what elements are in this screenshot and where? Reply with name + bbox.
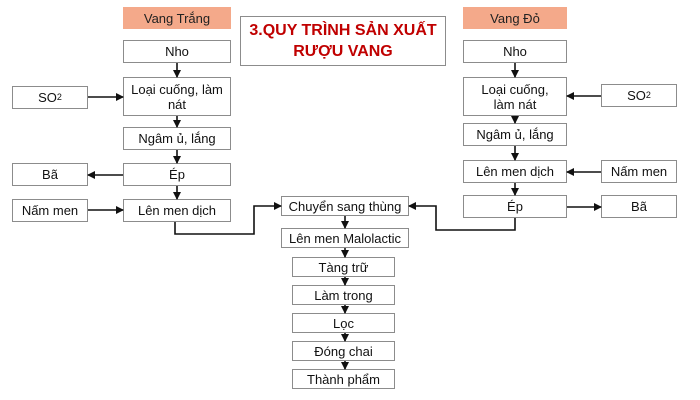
title-line-2: RƯỢU VANG [293,43,393,60]
step-final-product: Thành phẩm [292,369,395,389]
so2-label: SO [38,90,57,105]
so2-label: SO [627,88,646,103]
so2-subscript: 2 [56,92,62,102]
step-malolactic: Lên men Malolactic [281,228,409,248]
red-input-yeast: Nấm men [601,160,677,183]
red-output-pomace: Bã [601,195,677,218]
so2-subscript: 2 [645,90,651,100]
step-storage: Tàng trữ [292,257,395,277]
white-step-macerate-settle: Ngâm ủ, lắng [123,127,231,150]
white-step-ferment-must: Lên men dịch [123,199,231,222]
red-wine-header: Vang Đỏ [463,7,567,29]
step-bottling: Đóng chai [292,341,395,361]
arrow-white-to-transfer [174,202,282,235]
step-clarify: Làm trong [292,285,395,305]
white-output-pomace: Bã [12,163,88,186]
red-step-destem-crush: Loại cuống, làm nát [463,77,567,116]
white-step-press: Ép [123,163,231,186]
red-step-macerate-settle: Ngâm ủ, lắng [463,123,567,146]
white-wine-header: Vang Trắng [123,7,231,29]
white-step-destem-crush: Loại cuống, làm nát [123,77,231,116]
step-transfer-barrel: Chuyển sang thùng [281,196,409,216]
title-line-1: 3.QUY TRÌNH SẢN XUẤT [249,22,437,39]
white-input-yeast: Nấm men [12,199,88,222]
arrow-red-to-transfer [408,202,516,231]
white-step-grapes: Nho [123,40,231,63]
diagram-title: 3.QUY TRÌNH SẢN XUẤT RƯỢU VANG [240,16,446,66]
red-step-grapes: Nho [463,40,567,63]
